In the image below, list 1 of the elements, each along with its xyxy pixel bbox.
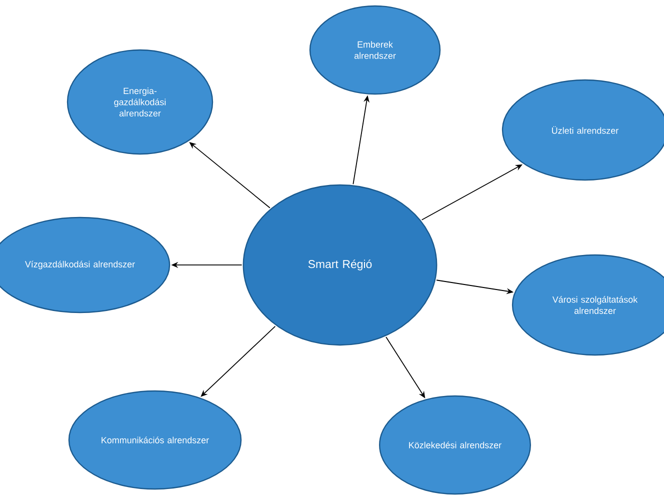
arrow [200, 326, 276, 397]
